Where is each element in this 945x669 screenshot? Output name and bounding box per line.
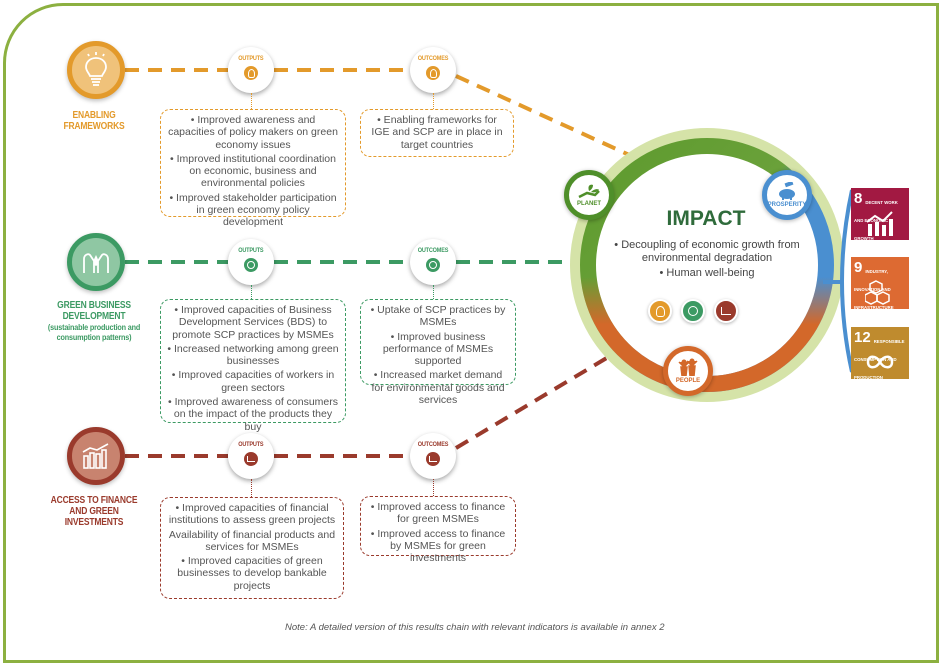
- outcome-item: • Improved business performance of MSMEs…: [382, 330, 494, 368]
- bar-chart-icon: [426, 452, 440, 466]
- bar-chart-icon: [714, 299, 738, 323]
- outcomes-label: OUTCOMES: [417, 55, 449, 62]
- enabling-frameworks-title: ENABLING FRAMEWORKS: [63, 110, 125, 132]
- finance-outcomes-box: • Improved access to finance for green M…: [360, 496, 516, 564]
- output-item: • Improved capacities of green businesse…: [177, 555, 327, 592]
- hands-drop-icon: [244, 258, 258, 272]
- sdg-label: INDUSTRY, INNOVATION AND INFRASTRUCTURE: [854, 269, 894, 310]
- green-business-icon-circle: [67, 233, 125, 291]
- finance-title: ACCESS TO FINANCE AND GREEN INVESTMENTS: [50, 495, 138, 528]
- green-business-outcomes-node[interactable]: OUTCOMES: [410, 239, 456, 285]
- finance-outcomes-connector: [433, 479, 434, 496]
- green-business-title-text: GREEN BUSINESS DEVELOPMENT: [57, 300, 131, 322]
- output-item: • Increased networking among green busin…: [167, 342, 339, 368]
- hands-drop-icon: [681, 299, 705, 323]
- piggy-bank-icon: [779, 182, 795, 200]
- outcome-item: • Improved access to finance for green M…: [370, 501, 506, 526]
- sdg-label: DECENT WORK AND ECONOMIC GROWTH: [854, 200, 898, 241]
- hand-plant-icon: [578, 184, 600, 199]
- sdg-8-tile[interactable]: 8 DECENT WORK AND ECONOMIC GROWTH: [851, 188, 909, 241]
- finance-outputs-box: • Improved capacities of financial insti…: [160, 497, 344, 599]
- lightbulb-icon: [426, 66, 440, 80]
- prosperity-label: PROSPERITY: [767, 202, 807, 208]
- output-item: • Improved capacities of Business Develo…: [172, 304, 334, 341]
- lightbulb-icon: [648, 299, 672, 323]
- bar-chart-icon: [82, 443, 109, 469]
- lightbulb-icon: [85, 52, 107, 86]
- footnote: Note: A detailed version of this results…: [285, 622, 665, 633]
- enabling-outcomes-box: • Enabling frameworks for IGE and SCP ar…: [360, 109, 514, 157]
- enabling-outputs-connector: [251, 93, 252, 109]
- impact-outer-ring: [570, 128, 844, 402]
- people-icon: [678, 358, 698, 376]
- impact-title: IMPACT: [666, 207, 746, 230]
- output-item: Availability of financial products and s…: [168, 528, 336, 553]
- people-label: PEOPLE: [675, 378, 701, 384]
- finance-outputs-node[interactable]: OUTPUTS: [228, 433, 274, 479]
- outputs-label: OUTPUTS: [238, 55, 264, 62]
- growth-chart-icon: [866, 211, 893, 236]
- outcomes-label: OUTCOMES: [417, 247, 449, 254]
- page-frame: [3, 3, 939, 663]
- sdg-number: 9: [854, 259, 863, 276]
- outputs-label: OUTPUTS: [238, 247, 264, 254]
- output-item: • Improved capacities of financial insti…: [168, 502, 336, 527]
- outcome-item: • Enabling frameworks for IGE and SCP ar…: [371, 114, 503, 151]
- planet-pillar[interactable]: PLANET: [564, 170, 614, 220]
- infinity-icon: [866, 355, 894, 369]
- outcomes-label: OUTCOMES: [417, 441, 449, 448]
- sdg-9-tile[interactable]: 9 INDUSTRY, INNOVATION AND INFRASTRUCTUR…: [851, 257, 909, 310]
- finance-outputs-connector: [251, 479, 252, 497]
- enabling-outputs-box: • Improved awareness and capacities of p…: [160, 109, 346, 228]
- hands-drop-icon: [83, 253, 109, 273]
- enabling-connector: [125, 68, 637, 160]
- outcome-item: • Increased market demand for environmen…: [371, 369, 505, 407]
- sdg-label: RESPONSIBLE CONSUMPTION AND PRODUCTION: [854, 339, 905, 380]
- sdg-bracket: [823, 189, 854, 373]
- green-business-subtitle: (sustainable production and consumption …: [47, 322, 141, 342]
- green-business-outputs-connector: [251, 285, 252, 299]
- green-business-outputs-box: • Improved capacities of Business Develo…: [160, 299, 346, 433]
- enabling-frameworks-icon-circle: [67, 41, 125, 99]
- outputs-label: OUTPUTS: [238, 441, 264, 448]
- enabling-outcomes-connector: [433, 93, 434, 109]
- output-item: • Improved awareness and capacities of p…: [168, 114, 338, 151]
- enabling-outputs-node[interactable]: OUTPUTS: [228, 47, 274, 93]
- output-item: • Improved capacities of workers in gree…: [171, 369, 335, 394]
- hands-drop-icon: [426, 258, 440, 272]
- outcome-item: • Uptake of SCP practices by MSMEs: [370, 304, 506, 329]
- output-item: • Improved awareness of consumers on the…: [168, 396, 338, 433]
- output-item: • Improved institutional coordination on…: [170, 152, 336, 190]
- finance-connector: [125, 351, 617, 458]
- impact-item: • Human well-being: [659, 267, 755, 279]
- green-business-outputs-node[interactable]: OUTPUTS: [228, 239, 274, 285]
- prosperity-pillar[interactable]: PROSPERITY: [762, 170, 812, 220]
- green-business-outcomes-box: • Uptake of SCP practices by MSMEs • Imp…: [360, 299, 516, 406]
- sdg-number: 12: [854, 329, 871, 346]
- green-business-title: GREEN BUSINESS DEVELOPMENT (sustainable …: [31, 300, 157, 342]
- impact-items: • Decoupling of economic growth from env…: [612, 239, 802, 282]
- impact-item: • Decoupling of economic growth from env…: [614, 239, 800, 264]
- finance-icon-circle: [67, 427, 125, 485]
- enabling-outcomes-node[interactable]: OUTCOMES: [410, 47, 456, 93]
- green-business-outcomes-connector: [433, 285, 434, 299]
- output-item: • Improved stakeholder participation in …: [169, 191, 337, 229]
- people-pillar[interactable]: PEOPLE: [663, 346, 713, 396]
- sdg-12-tile[interactable]: 12 RESPONSIBLE CONSUMPTION AND PRODUCTIO…: [851, 327, 909, 380]
- finance-outcomes-node[interactable]: OUTCOMES: [410, 433, 456, 479]
- bar-chart-icon: [244, 452, 258, 466]
- sdg-number: 8: [854, 190, 863, 207]
- outcome-item: • Improved access to finance by MSMEs fo…: [370, 527, 506, 565]
- lightbulb-icon: [244, 66, 258, 80]
- planet-label: PLANET: [577, 201, 601, 207]
- cubes-icon: [865, 280, 890, 305]
